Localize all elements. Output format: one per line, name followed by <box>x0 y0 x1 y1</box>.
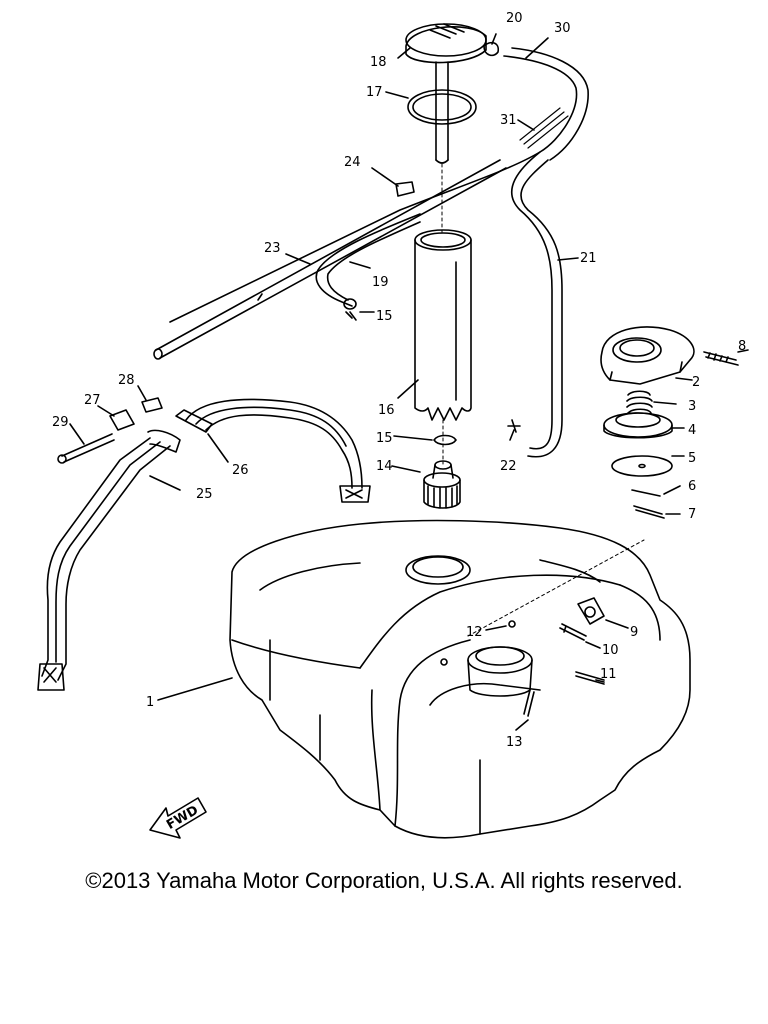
tube-clip <box>395 181 415 197</box>
o-ring <box>407 89 477 125</box>
label-part-8: 8 <box>738 339 746 354</box>
label-part-7: 7 <box>688 507 696 522</box>
fuel-tank <box>229 519 691 839</box>
label-part-20: 20 <box>506 11 523 26</box>
clamp-lower <box>433 434 457 446</box>
label-part-14: 14 <box>376 459 393 474</box>
label-part-30: 30 <box>554 21 571 36</box>
label-part-3: 3 <box>688 399 696 414</box>
cap-plate <box>603 412 673 439</box>
label-part-2: 2 <box>692 375 700 390</box>
label-part-18: 18 <box>370 55 387 70</box>
strap-bolt <box>61 433 115 463</box>
label-part-29: 29 <box>52 415 69 430</box>
label-part-26: 26 <box>232 463 249 478</box>
label-part-27: 27 <box>84 393 101 408</box>
collar <box>109 409 135 431</box>
label-part-5: 5 <box>688 451 696 466</box>
copyright-notice: ©2013 Yamaha Motor Corporation, U.S.A. A… <box>85 868 683 893</box>
label-part-19: 19 <box>372 275 389 290</box>
breather-tube <box>155 159 507 359</box>
bolt <box>559 623 587 641</box>
label-part-16: 16 <box>378 403 395 418</box>
spring <box>626 390 653 414</box>
screw-vertical <box>523 689 535 717</box>
label-part-15-upper: 15 <box>376 309 393 324</box>
fuel-filter <box>423 460 461 509</box>
label-part-22: 22 <box>500 459 517 474</box>
vent-hose <box>169 55 578 323</box>
label-part-23: 23 <box>264 241 281 256</box>
gasket <box>611 455 673 477</box>
tank-strap-front <box>175 398 371 503</box>
collar-small <box>141 397 163 413</box>
screw <box>703 351 739 366</box>
pin <box>631 489 661 497</box>
fuel-sender-unit <box>405 23 487 164</box>
label-part-4: 4 <box>688 423 696 438</box>
label-part-21: 21 <box>580 251 597 266</box>
clip <box>633 505 665 519</box>
label-part-1: 1 <box>146 695 154 710</box>
label-part-31: 31 <box>500 113 517 128</box>
screw-long <box>575 671 605 685</box>
label-part-25: 25 <box>196 487 213 502</box>
label-part-6: 6 <box>688 479 696 494</box>
clamp-upper <box>345 311 357 321</box>
fwd-arrow-icon <box>149 797 207 839</box>
label-part-17: 17 <box>366 85 383 100</box>
label-part-24: 24 <box>344 155 361 170</box>
label-part-28: 28 <box>118 373 135 388</box>
fuel-hose-19 <box>315 213 421 307</box>
corrugated-hose <box>519 107 569 149</box>
hose-clip-22 <box>507 419 521 433</box>
label-part-11: 11 <box>600 667 617 682</box>
label-part-9: 9 <box>630 625 638 640</box>
label-part-13: 13 <box>506 735 523 750</box>
label-part-10: 10 <box>602 643 619 658</box>
nut <box>508 620 516 628</box>
hose-clip <box>483 41 500 57</box>
fuel-hose-21 <box>510 151 563 458</box>
fuel-cock-fitting <box>577 597 605 625</box>
tank-strap-rear <box>37 429 181 691</box>
label-part-15-lower: 15 <box>376 431 393 446</box>
label-part-12: 12 <box>466 625 483 640</box>
fuel-cap-housing <box>600 326 695 385</box>
filter-tube <box>414 229 472 421</box>
